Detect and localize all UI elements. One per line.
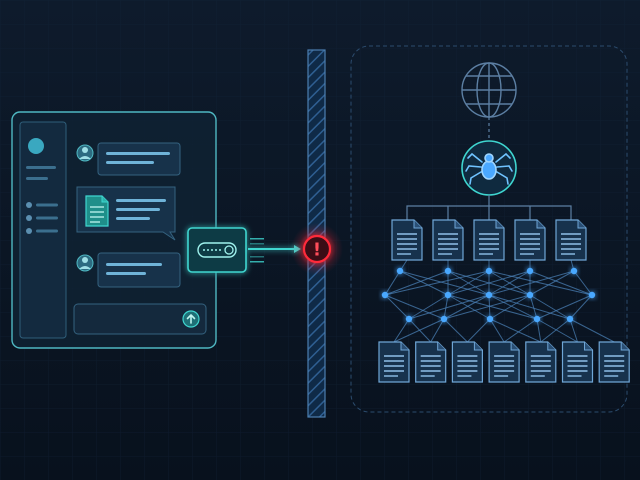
network-node	[486, 315, 494, 323]
crawler-tree-lines	[406, 195, 572, 220]
alert-icon	[302, 234, 332, 264]
chat-input-field[interactable]	[73, 303, 207, 335]
document-icon	[432, 219, 464, 261]
document-icon	[598, 341, 630, 383]
document-icon	[415, 341, 447, 383]
network-node	[381, 291, 389, 299]
network-edge	[443, 294, 449, 320]
network-edge	[443, 294, 531, 320]
network-edge	[384, 270, 490, 296]
network-edge	[488, 294, 538, 320]
network-edge	[408, 294, 449, 320]
network-edge	[384, 294, 410, 320]
network-edge	[447, 270, 490, 296]
network-node	[485, 291, 493, 299]
sidebar-subtitle-line	[26, 177, 48, 180]
network-edge	[447, 270, 531, 296]
network-nodes	[381, 267, 596, 323]
network-edge	[488, 270, 531, 296]
document-icon	[451, 341, 484, 383]
web-network-container	[350, 45, 628, 413]
spider-icon	[465, 152, 513, 185]
network-edge	[573, 270, 593, 296]
network-edge	[529, 294, 538, 320]
network-edge	[489, 294, 531, 320]
network-edge	[540, 318, 571, 343]
network-edge	[399, 270, 449, 296]
signal-dots	[250, 238, 264, 263]
network-edge	[529, 270, 575, 296]
network-edge	[393, 318, 445, 343]
network-edge	[503, 318, 538, 343]
network-edge	[488, 294, 491, 320]
network-edge	[408, 294, 490, 320]
network-edges	[384, 259, 615, 343]
token-chip-icon	[197, 242, 237, 258]
network-node	[444, 291, 452, 299]
document-icon	[378, 341, 410, 383]
chat-app-window	[11, 111, 217, 349]
network-edge	[536, 318, 542, 343]
user-avatar-icon[interactable]	[28, 138, 44, 154]
network-node	[570, 267, 578, 275]
network-edge	[488, 270, 593, 296]
spider-crawler	[461, 140, 517, 196]
network-edge	[488, 294, 571, 320]
sidebar-item-1[interactable]	[26, 202, 58, 208]
network-edge	[443, 294, 490, 320]
network-node	[440, 315, 448, 323]
network-node	[526, 267, 534, 275]
document-icon	[555, 219, 587, 261]
network-node	[444, 267, 452, 275]
network-edge	[384, 270, 449, 296]
network-edge	[443, 318, 468, 343]
chat-message-document[interactable]	[76, 186, 176, 241]
network-edge	[393, 318, 410, 343]
sidebar-item-2[interactable]	[26, 215, 58, 221]
sidebar-name-line	[26, 166, 56, 169]
network-node	[526, 291, 534, 299]
network-edge	[430, 318, 445, 343]
network-node	[485, 267, 493, 275]
network-edge	[536, 318, 578, 343]
network-node	[533, 315, 541, 323]
document-icon	[488, 341, 520, 383]
network-edge	[399, 270, 490, 296]
network-edge	[536, 294, 593, 320]
document-icon	[85, 195, 109, 227]
globe-icon	[461, 62, 517, 118]
network-edge	[489, 318, 542, 343]
document-icon	[561, 341, 594, 383]
network-edge	[489, 318, 505, 343]
network-edge	[384, 294, 445, 320]
network-edge	[569, 294, 593, 320]
token-chip[interactable]	[187, 227, 247, 273]
network-node	[405, 315, 413, 323]
send-arrow-icon[interactable]	[182, 310, 200, 328]
sidebar-item-3[interactable]	[26, 228, 58, 234]
alert-glyph: !	[313, 240, 321, 261]
document-icon	[514, 219, 546, 261]
network-edge	[569, 318, 615, 343]
network-edge	[447, 294, 491, 320]
network-edge	[529, 294, 571, 320]
chat-message-1	[76, 142, 181, 176]
blocked-alert: !	[291, 223, 343, 275]
network-node	[566, 315, 574, 323]
network-edge	[488, 270, 575, 296]
network-node	[396, 267, 404, 275]
network-edge	[447, 294, 538, 320]
document-icon	[391, 219, 423, 261]
network-edge	[569, 318, 578, 343]
network-edge	[384, 270, 401, 296]
network-edge	[467, 318, 491, 343]
document-icon	[473, 219, 505, 261]
network-edge	[529, 270, 593, 296]
chat-message-3	[76, 252, 181, 288]
network-node	[588, 291, 596, 299]
document-icon	[525, 341, 557, 383]
